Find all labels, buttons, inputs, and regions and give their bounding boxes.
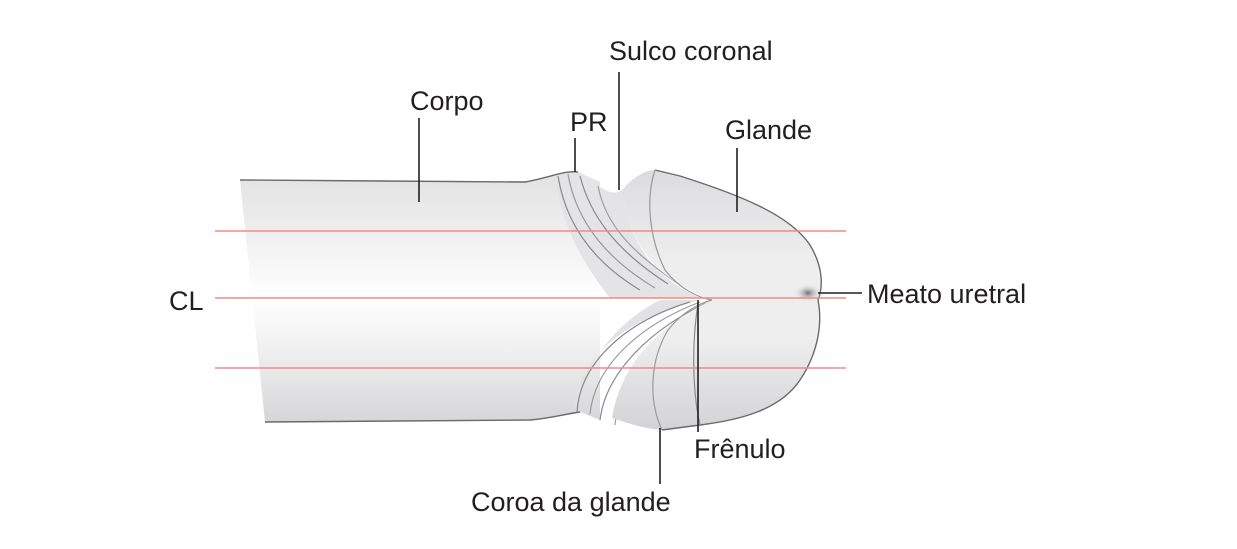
preputial-ring-lower [575,300,700,410]
label-sulco-coronal: Sulco coronal [609,36,773,66]
label-glande: Glande [725,115,813,145]
label-coroa-da-glande: Coroa da glande [471,487,671,517]
label-cl: CL [169,286,204,316]
glans-shape [612,170,822,430]
label-corpo: Corpo [410,86,484,116]
label-meato-uretral: Meato uretral [867,279,1027,309]
urethral-meatus [794,284,822,302]
label-pr: PR [570,107,608,137]
label-frenulo: Frênulo [694,434,786,464]
